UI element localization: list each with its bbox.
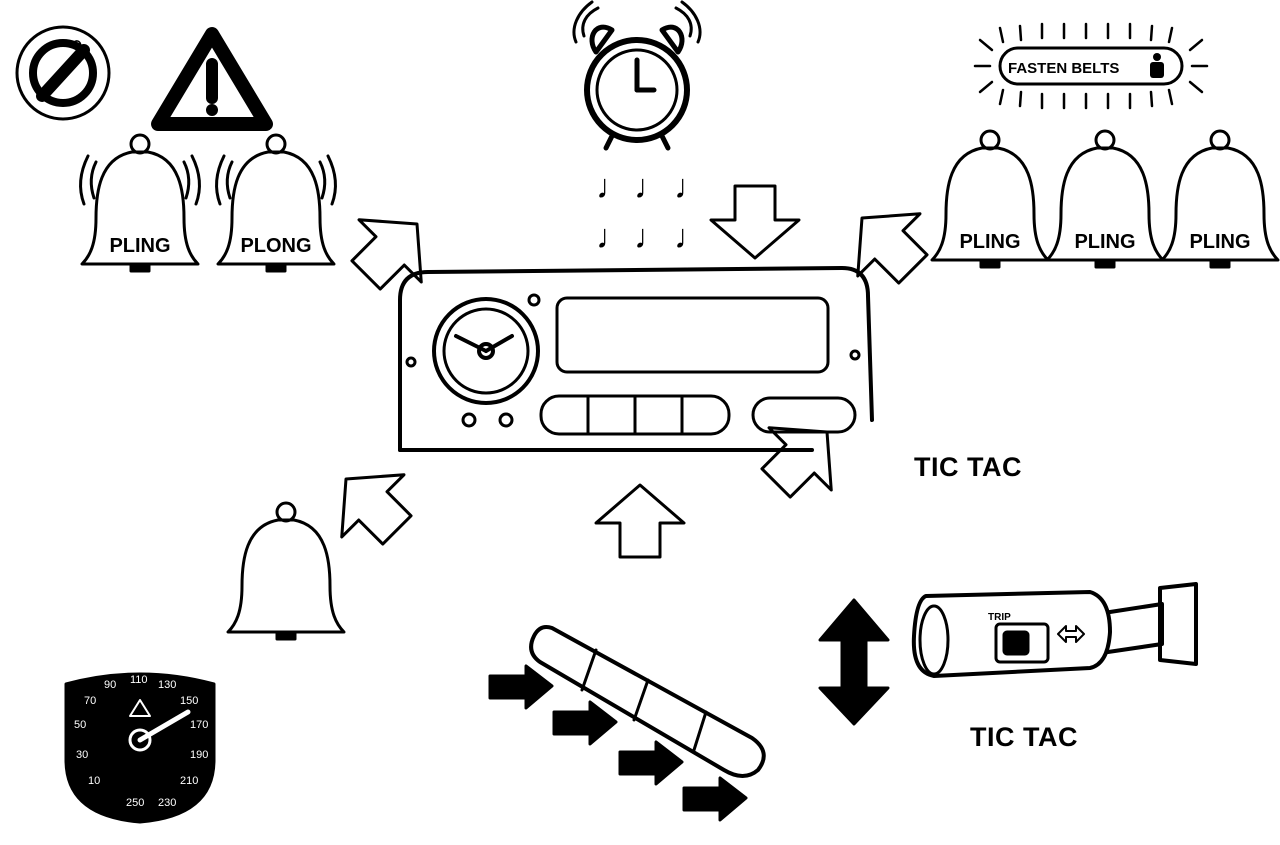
bell-icon: PLONG bbox=[215, 133, 337, 273]
sweep-arrow-icon bbox=[488, 664, 554, 710]
speed-tick-label: 150 bbox=[180, 695, 198, 707]
stalk-trip-label: TRIP bbox=[988, 612, 1011, 623]
speed-tick-label: 70 bbox=[84, 695, 96, 707]
note: ♩ bbox=[596, 168, 630, 206]
arrow-from-right-bells bbox=[829, 185, 946, 302]
seated-person-icon bbox=[1150, 53, 1164, 78]
speed-tick-label: 190 bbox=[190, 749, 208, 761]
bell-icon: PLING bbox=[79, 133, 201, 273]
speed-tick-label: 50 bbox=[74, 719, 86, 731]
right-button bbox=[751, 396, 857, 434]
note: ♩ bbox=[634, 168, 668, 206]
ignition-key-icon: ON bbox=[15, 25, 111, 121]
speed-tick-label: 230 bbox=[158, 797, 176, 809]
sweep-arrow-icon bbox=[682, 776, 748, 822]
speed-tick-label: 30 bbox=[76, 749, 88, 761]
speed-tick-label: 130 bbox=[158, 679, 176, 691]
arrow-from-bell bbox=[313, 446, 430, 563]
up-down-arrow-icon bbox=[818, 598, 890, 726]
speed-tick-label: 170 bbox=[190, 719, 208, 731]
speed-tick-label: 10 bbox=[88, 775, 100, 787]
bell-icon bbox=[226, 501, 346, 641]
note: ♩ bbox=[674, 218, 708, 256]
bell-icon: PLING bbox=[1045, 129, 1165, 269]
speed-tick-label: 250 bbox=[126, 797, 144, 809]
instrument-module bbox=[398, 266, 874, 452]
tic-tac-module-label: TIC TAC bbox=[914, 452, 1022, 482]
sweep-arrow-icon bbox=[618, 740, 684, 786]
speed-tick-label: 90 bbox=[104, 679, 116, 691]
musical-notes-icon: ♩ ♩ ♩ ♩ ♩ ♩ bbox=[596, 168, 708, 256]
bell-pling-label: PLING bbox=[109, 235, 170, 257]
arrow-from-stalk bbox=[743, 399, 860, 516]
bell-plong-label: PLONG bbox=[240, 235, 311, 257]
speed-tick-label: 210 bbox=[180, 775, 198, 787]
analog-clock-icon bbox=[432, 297, 540, 405]
warning-triangle-icon bbox=[151, 27, 273, 131]
note: ♩ bbox=[674, 168, 708, 206]
wiper-blade-icon bbox=[529, 625, 766, 778]
fasten-belts-label: FASTEN BELTS bbox=[1008, 60, 1119, 77]
note: ♩ bbox=[634, 218, 668, 256]
speedometer-icon: 10 30 50 70 90 110 130 150 170 190 210 2… bbox=[64, 672, 216, 824]
fasten-belts-indicator: FASTEN BELTS bbox=[973, 22, 1209, 110]
note: ♩ bbox=[596, 218, 630, 256]
bell-pling-label: PLING bbox=[959, 231, 1020, 253]
sweep-arrow-icon bbox=[552, 700, 618, 746]
bell-icon: PLING bbox=[1160, 129, 1280, 269]
bell-pling-label: PLING bbox=[1074, 231, 1135, 253]
bell-pling-label: PLING bbox=[1189, 231, 1250, 253]
arrow-from-wiper bbox=[594, 483, 686, 559]
speed-ticks: 10 30 50 70 90 110 130 150 170 190 210 2… bbox=[74, 674, 208, 809]
arrow-from-clock bbox=[709, 184, 801, 260]
speed-tick-label: 110 bbox=[130, 674, 148, 686]
indicator-stalk-icon: TRIP bbox=[911, 582, 1198, 678]
arrow-from-left-bells bbox=[333, 191, 450, 308]
bell-icon: PLING bbox=[930, 129, 1050, 269]
alarm-clock-icon bbox=[572, 0, 702, 151]
tic-tac-stalk-label: TIC TAC bbox=[970, 722, 1078, 752]
display-screen bbox=[555, 296, 830, 374]
